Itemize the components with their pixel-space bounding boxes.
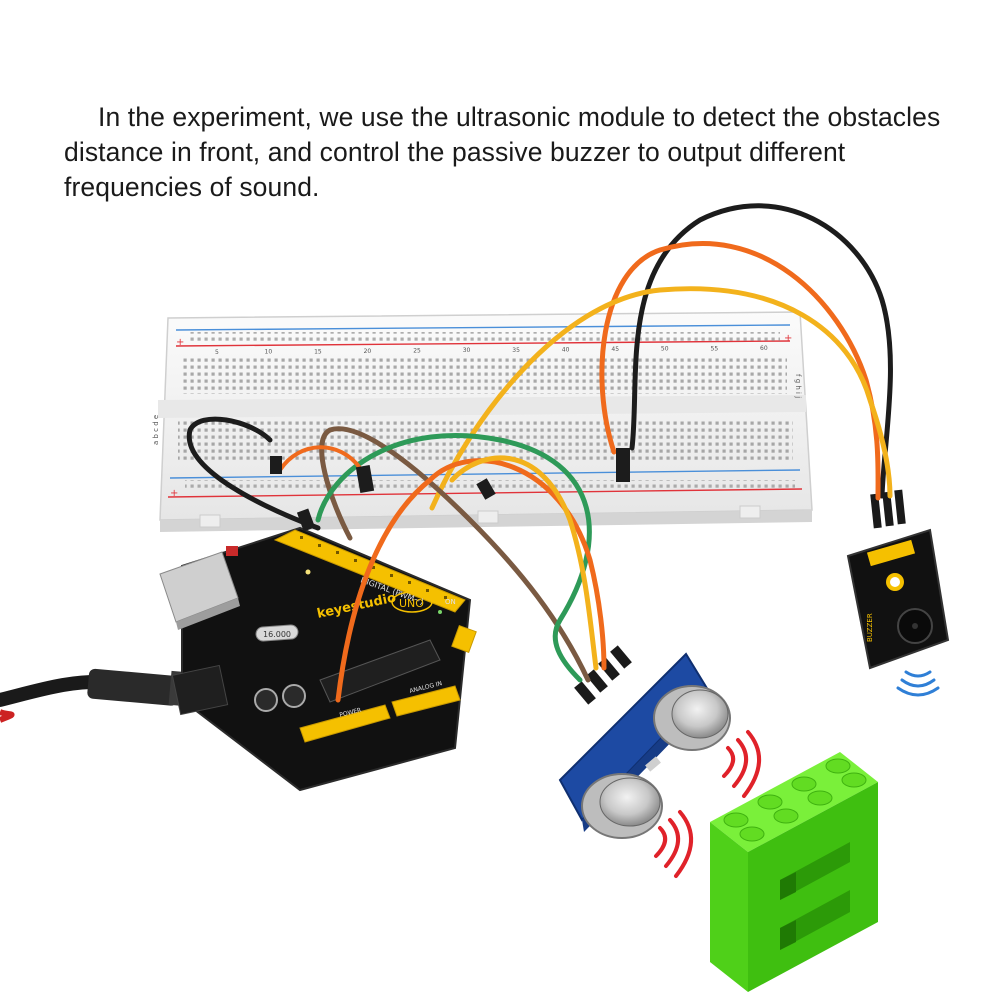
uno-logo: UNO	[391, 591, 433, 613]
breadboard-number: 20	[364, 348, 372, 355]
obstacle-block	[710, 752, 878, 992]
sound-waves-left	[654, 810, 694, 878]
on-label: ON	[445, 598, 456, 606]
svg-text:+: +	[784, 333, 792, 344]
breadboard-number: 45	[611, 346, 619, 353]
arduino-board: 16.000 DIGITAL (PWM~) UNO keyestudio ON …	[159, 526, 477, 792]
breadboard-number: 15	[314, 348, 322, 355]
breadboard-number: 5	[215, 349, 219, 356]
black-wire-gnd	[186, 416, 321, 531]
intro-paragraph: In the experiment, we use the ultrasonic…	[64, 102, 941, 202]
transducer-right	[653, 685, 731, 751]
transducer-left	[581, 773, 663, 839]
capacitor	[282, 684, 306, 708]
breadboard-number: 35	[512, 347, 520, 354]
capacitor	[254, 688, 278, 712]
brown-wire	[319, 426, 591, 683]
crystal	[255, 624, 299, 642]
breadboard-number: 40	[562, 347, 570, 354]
orange-wire	[599, 241, 881, 501]
breadboard-number: 60	[760, 345, 768, 352]
breadboard-number: 50	[661, 346, 669, 353]
analog-header	[391, 685, 461, 717]
svg-text:UNO: UNO	[399, 597, 424, 610]
power-cable	[0, 668, 200, 723]
buzzer-label: BUZZER	[866, 613, 874, 642]
ultrasonic-sensor	[558, 645, 731, 839]
breadboard-rows-bottom: f g h i j	[794, 374, 802, 398]
crystal-label: 16.000	[263, 630, 291, 639]
svg-text:+: +	[176, 337, 184, 348]
black-wire	[629, 203, 893, 499]
breadboard-number: 55	[711, 345, 719, 352]
green-wire	[315, 433, 592, 683]
sound-waves-right	[722, 730, 762, 798]
buzzer-module: BUZZER	[846, 489, 950, 670]
yellow-wire-signal	[449, 455, 599, 671]
breadboard-rows-top: a b c d e	[152, 415, 160, 445]
breadboard-number: 30	[463, 347, 471, 354]
power-header	[299, 704, 391, 743]
svg-text:+: +	[170, 488, 178, 499]
breadboard-number: 10	[265, 349, 273, 356]
reset-button	[226, 546, 238, 556]
yellow-wire	[429, 286, 893, 511]
jumper-wires	[186, 203, 893, 703]
buzzer-sound-waves	[896, 670, 940, 697]
breadboard-column-numbers: 5 10 15 20 25 30 35 40 45 50 55 60	[215, 345, 768, 356]
blue-rail-line	[175, 324, 791, 331]
breadboard-number: 25	[413, 348, 421, 355]
dc-jack	[171, 664, 229, 716]
usb-port	[159, 551, 240, 630]
